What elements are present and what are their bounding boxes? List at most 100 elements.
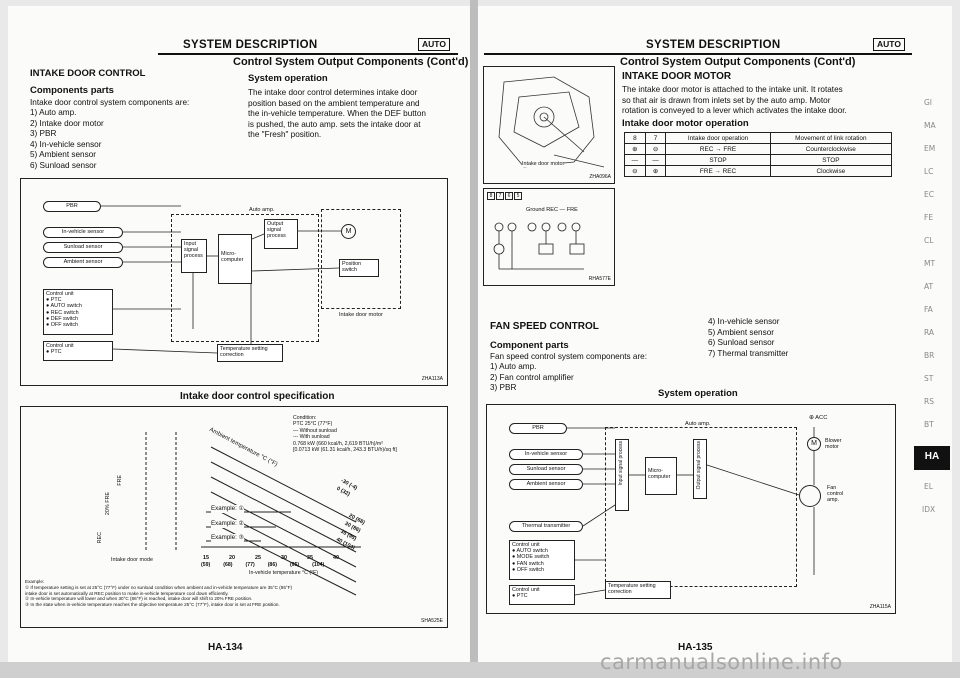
operation-text: The intake door control determines intak… bbox=[248, 88, 426, 139]
motor-symbol: M bbox=[341, 224, 356, 239]
spec-notes: Example: ① If temperature setting is set… bbox=[25, 579, 293, 608]
fan-intro: Fan speed control system components are: bbox=[490, 352, 648, 361]
tab-idx[interactable]: IDX bbox=[922, 505, 936, 514]
x-axis-label: In-vehicle temperature °C (°F) bbox=[249, 570, 319, 576]
illus-code: ZHA096A bbox=[589, 174, 611, 180]
thermal-transmitter-block: Thermal transmitter bbox=[509, 521, 583, 532]
tab-st[interactable]: ST bbox=[924, 374, 934, 383]
spec-title: Intake door control specification bbox=[180, 391, 335, 402]
page-gutter bbox=[470, 0, 478, 678]
tab-fa[interactable]: FA bbox=[924, 305, 933, 314]
x-ticks-f: (59)(68) (77)(86) (95)(104) bbox=[201, 562, 325, 568]
control-unit-ptc-block: Control unit ● PTC bbox=[509, 585, 575, 605]
tab-ma[interactable]: MA bbox=[924, 121, 936, 130]
in-vehicle-sensor-block: In-vehicle sensor bbox=[43, 227, 123, 238]
list-item: 2) Fan control amplifier bbox=[490, 372, 574, 382]
y-label-rec: REC bbox=[97, 532, 103, 544]
auto-tag: AUTO bbox=[418, 38, 450, 51]
diagram-wiring bbox=[101, 205, 341, 354]
header-rule bbox=[484, 53, 912, 55]
system-operation-heading: System operation bbox=[658, 388, 738, 399]
list-item: 4) In-vehicle sensor bbox=[30, 139, 102, 149]
intake-motor-outline bbox=[321, 209, 401, 309]
table-row: — — STOP STOP bbox=[624, 154, 893, 166]
fan-amp-symbol bbox=[799, 485, 821, 507]
left-page: SYSTEM DESCRIPTION AUTO Control System O… bbox=[8, 6, 470, 662]
output-signal-block: Output signal process bbox=[693, 439, 707, 499]
list-item: 6) Sunload sensor bbox=[708, 338, 775, 347]
fan-components-heading: Component parts bbox=[490, 340, 569, 351]
ground-label: Ground REC — FRE bbox=[526, 207, 578, 213]
microcomputer-block: Micro- computer bbox=[645, 457, 677, 495]
tab-rs[interactable]: RS bbox=[924, 397, 934, 406]
example-2: Example: ② bbox=[211, 520, 245, 528]
list-item: 2) Intake door motor bbox=[30, 118, 104, 128]
tab-cl[interactable]: CL bbox=[924, 236, 934, 245]
components-intro: Intake door control system components ar… bbox=[30, 98, 190, 107]
circuit-lines bbox=[493, 222, 585, 270]
list-item: 1) Auto amp. bbox=[490, 362, 537, 371]
tab-at[interactable]: AT bbox=[924, 282, 934, 291]
fan-diagram-wiring bbox=[567, 427, 815, 596]
tab-br[interactable]: BR bbox=[924, 351, 935, 360]
acc-label: ⊕ ACC bbox=[809, 415, 828, 421]
blower-motor-label: Blower motor bbox=[825, 438, 842, 450]
fan-speed-title: FAN SPEED CONTROL bbox=[490, 321, 599, 332]
section-title: Control System Output Components (Cont'd… bbox=[620, 56, 856, 68]
tab-fe[interactable]: FE bbox=[924, 213, 934, 222]
pbr-block: PBR bbox=[43, 201, 101, 212]
fan-control-diagram: PBR Auto amp. ⊕ ACC M Blower motor Fan c… bbox=[486, 404, 896, 614]
input-signal-block: Input signal process bbox=[181, 239, 207, 273]
output-signal-block: Output signal process bbox=[264, 219, 298, 249]
y-label-20fre: 20% FRE bbox=[105, 492, 111, 516]
tab-el[interactable]: EL bbox=[924, 482, 933, 491]
motor-circuit: 8 7 6 5 Ground REC — FRE RHA577E bbox=[483, 188, 615, 286]
list-item: 6) Sunload sensor bbox=[30, 160, 97, 170]
figure-code: ZHA113A bbox=[421, 376, 443, 382]
ambient-sensor-block: Ambient sensor bbox=[43, 257, 123, 268]
control-unit-block: Control unit ● PTC ● AUTO switch ● REC s… bbox=[43, 289, 113, 335]
sunload-sensor-block: Sunload sensor bbox=[509, 464, 583, 475]
example-3: Example: ③ bbox=[211, 534, 245, 542]
sunload-sensor-block: Sunload sensor bbox=[43, 242, 123, 253]
list-item: 5) Ambient sensor bbox=[708, 327, 774, 337]
auto-amp-label: Auto amp. bbox=[685, 421, 711, 427]
table-row: ⊕ ⊖ REC → FRE Counterclockwise bbox=[624, 143, 893, 155]
tab-mt[interactable]: MT bbox=[924, 259, 936, 268]
subsection-title: INTAKE DOOR MOTOR bbox=[622, 71, 732, 82]
motor-drawing bbox=[498, 76, 605, 168]
connector-pins: 8 7 6 5 bbox=[487, 192, 522, 200]
spec-figure-code: SHA525E bbox=[421, 618, 443, 624]
auto-amp-label: Auto amp. bbox=[249, 207, 275, 213]
page-number: HA-134 bbox=[208, 642, 243, 653]
fan-list-a: 1) Auto amp. 2) Fan control amplifier 3)… bbox=[490, 362, 574, 394]
table-header-row: 8 7 Intake door operation Movement of li… bbox=[624, 132, 893, 144]
pbr-block: PBR bbox=[509, 423, 567, 434]
intake-spec-figure: Condition: PTC 25°C (77°F) — Without sun… bbox=[20, 406, 448, 628]
temperature-setting-block: Temperature setting correction bbox=[605, 581, 671, 599]
motor-description: The intake door motor is attached to the… bbox=[622, 85, 847, 115]
ambient-sensor-block: Ambient sensor bbox=[509, 479, 583, 490]
y-label-fre: FRE bbox=[117, 475, 123, 486]
intake-control-diagram: PBR Auto amp. In-vehicle sensor Sunload … bbox=[20, 178, 448, 386]
tab-ec[interactable]: EC bbox=[924, 190, 934, 199]
tab-ra[interactable]: RA bbox=[924, 328, 935, 337]
components-heading: Components parts bbox=[30, 85, 114, 96]
intake-motor-label: Intake door motor bbox=[339, 312, 383, 318]
list-item: 5) Ambient sensor bbox=[30, 150, 96, 159]
position-switch-block: Position switch bbox=[339, 259, 379, 277]
tab-em[interactable]: EM bbox=[924, 144, 936, 153]
tab-ha-active[interactable]: HA bbox=[914, 446, 950, 470]
tab-lc[interactable]: LC bbox=[924, 167, 934, 176]
watermark: carmanualsonline.info bbox=[600, 650, 843, 674]
figure-code: ZHA115A bbox=[869, 604, 891, 610]
auto-amp-outline bbox=[171, 214, 319, 342]
control-unit-block: Control unit ● AUTO switch ● MODE switch… bbox=[509, 540, 575, 580]
spec-condition: Condition: PTC 25°C (77°F) — Without sun… bbox=[293, 415, 397, 454]
tab-bt[interactable]: BT bbox=[924, 420, 934, 429]
subsection-title: INTAKE DOOR CONTROL bbox=[30, 68, 146, 79]
tab-gi[interactable]: GI bbox=[924, 98, 933, 107]
auto-amp-outline bbox=[605, 427, 797, 587]
motor-illustration: Intake door motor ZHA096A bbox=[483, 66, 615, 184]
